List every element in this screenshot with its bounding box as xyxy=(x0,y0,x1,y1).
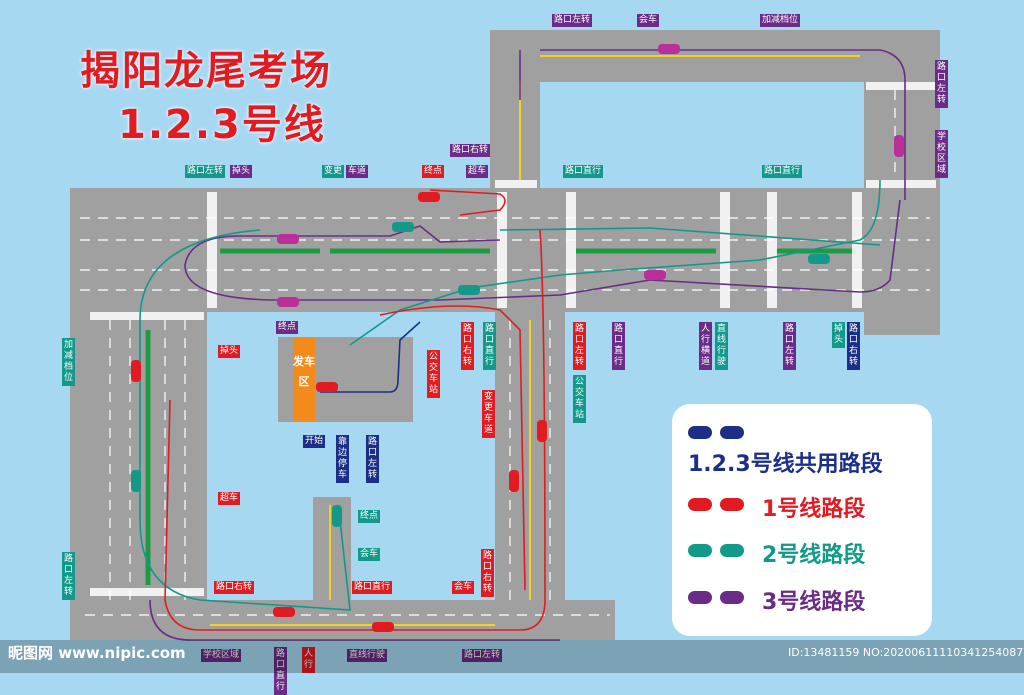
map-subtitle: 1.2.3号线 xyxy=(118,102,326,148)
legend-item-route-3: 3号线路段 xyxy=(672,587,932,627)
route-label: 公交车站 xyxy=(427,350,440,398)
route-label: 路口左转 xyxy=(62,552,75,600)
route-label: 超车 xyxy=(218,492,241,505)
route-label: 路口直行 xyxy=(612,322,625,370)
test-cars xyxy=(131,44,904,632)
route-label: 路口左转 xyxy=(573,322,586,370)
route-label: 路口左转 xyxy=(366,435,379,483)
route-label: 变更车道 xyxy=(482,390,495,438)
route-label: 路口左转 xyxy=(783,322,796,370)
route-label: 会车 xyxy=(452,581,475,594)
legend-swatch-route-3a xyxy=(688,591,712,604)
route-label: 路口直行 xyxy=(483,322,496,370)
route-label: 路口左转 xyxy=(935,60,948,108)
legend-swatch-shared-1 xyxy=(688,426,712,439)
route-label: 路口左转 xyxy=(462,649,503,662)
legend-swatch-route-1b xyxy=(720,498,744,511)
route-label: 超车 xyxy=(466,165,489,178)
route-label: 掉头 xyxy=(832,322,845,348)
route-label: 路口直行 xyxy=(762,165,803,178)
legend-swatch-route-1a xyxy=(688,498,712,511)
route-label: 路口右转 xyxy=(450,144,491,157)
lane-markings xyxy=(80,90,930,616)
route-3-path xyxy=(149,49,906,641)
route-label: 路口右转 xyxy=(461,322,474,370)
route-label: 路口直行 xyxy=(352,581,393,594)
legend-label-route-3: 3号线路段 xyxy=(762,590,866,615)
shared-path xyxy=(320,321,421,393)
legend-item-route-1: 1号线路段 xyxy=(672,494,932,534)
legend-label-shared: 1.2.3号线共用路段 xyxy=(688,452,883,477)
route-label: 直线行驶 xyxy=(715,322,728,370)
start-zone: 发车区 xyxy=(293,338,315,422)
watermark-bar xyxy=(0,640,1024,673)
route-label: 路口直行 xyxy=(563,165,604,178)
route-label: 路口左转 xyxy=(552,14,593,27)
route-label: 终点 xyxy=(358,510,381,523)
watermark-id: ID:13481159 NO:20200611110341254087 xyxy=(788,646,1024,659)
center-lines xyxy=(145,55,860,626)
route-label: 直线行驶 xyxy=(347,649,388,662)
map-title: 揭阳龙尾考场 xyxy=(80,48,332,94)
crosswalks xyxy=(90,82,936,596)
legend: 1.2.3号线共用路段 1号线路段 2号线路段 3号线路段 xyxy=(672,404,932,636)
route-label: 终点 xyxy=(276,321,299,334)
route-label: 学校区域 xyxy=(201,649,242,662)
route-label: 靠边停车 xyxy=(336,435,349,483)
route-label: 路口右转 xyxy=(481,549,494,597)
legend-swatch-shared-2 xyxy=(720,426,744,439)
route-label: 终点 xyxy=(422,165,445,178)
route-label: 变更 xyxy=(322,165,345,178)
route-label: 掉头 xyxy=(230,165,253,178)
legend-item-route-2: 2号线路段 xyxy=(672,540,932,580)
route-1-path xyxy=(164,189,546,631)
route-label: 人行 xyxy=(302,647,315,673)
route-label: 路口右转 xyxy=(847,322,860,370)
route-label: 人行横道 xyxy=(699,322,712,370)
legend-swatch-route-2b xyxy=(720,544,744,557)
legend-item-shared: 1.2.3号线共用路段 xyxy=(672,422,932,477)
route-label: 加减档位 xyxy=(760,14,801,27)
legend-label-route-2: 2号线路段 xyxy=(762,543,866,568)
route-label: 会车 xyxy=(358,548,381,561)
route-label: 路口左转 xyxy=(185,165,226,178)
route-label: 掉头 xyxy=(218,345,241,358)
route-label: 加减档位 xyxy=(62,338,75,386)
route-2-path xyxy=(139,179,881,611)
exam-route-map xyxy=(70,30,940,641)
route-label: 路口右转 xyxy=(214,581,255,594)
legend-swatch-route-2a xyxy=(688,544,712,557)
legend-swatch-route-3b xyxy=(720,591,744,604)
watermark-site: 昵图网 www.nipic.com xyxy=(8,644,186,662)
route-label: 开始 xyxy=(303,435,326,448)
route-label: 公交车站 xyxy=(573,375,586,423)
route-label: 车道 xyxy=(346,165,369,178)
legend-label-route-1: 1号线路段 xyxy=(762,497,866,522)
route-label: 学校区域 xyxy=(935,130,948,178)
route-label: 会车 xyxy=(637,14,660,27)
